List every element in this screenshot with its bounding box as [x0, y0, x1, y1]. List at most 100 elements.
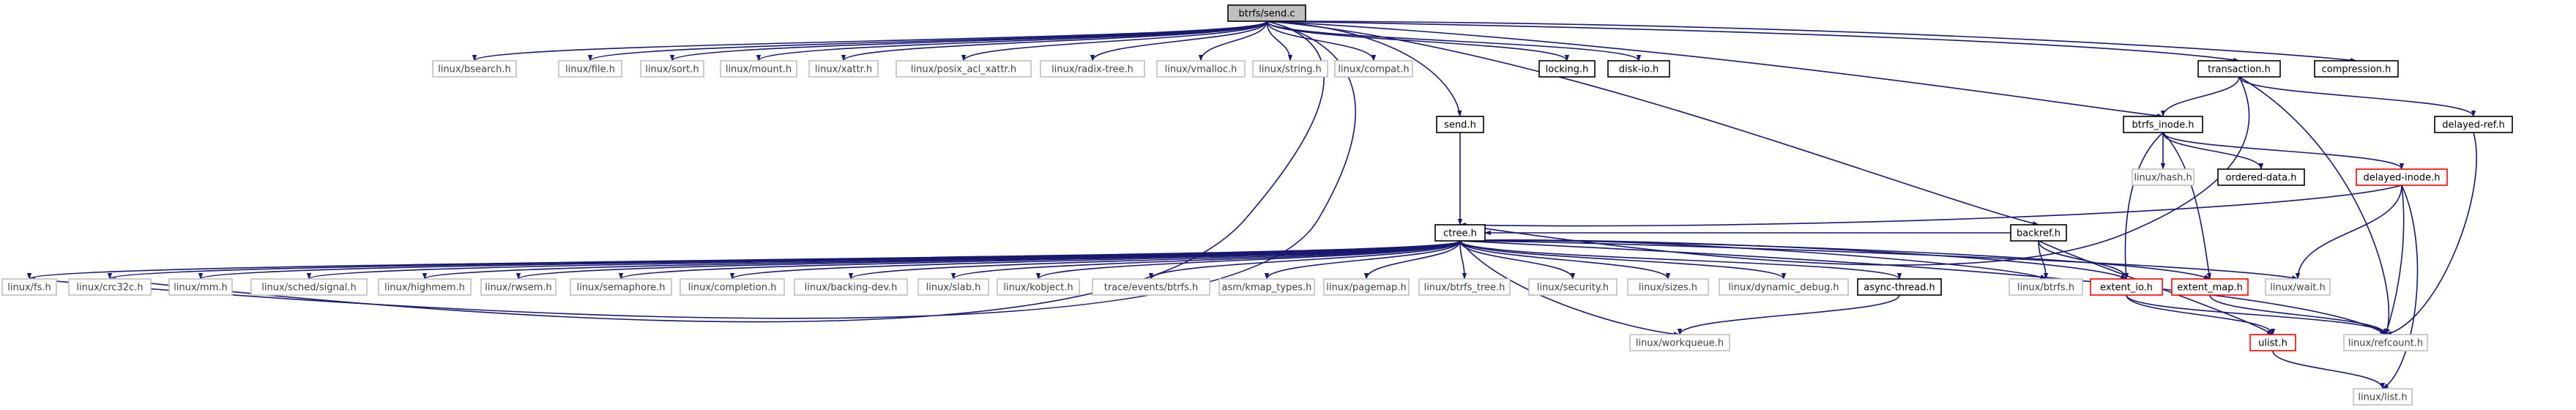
node-label: linux/security.h: [1537, 283, 1609, 294]
edge-line: [2126, 294, 2276, 335]
node-box: [1156, 60, 1246, 78]
node-label: linux/compat.h: [1338, 64, 1409, 75]
edge-ctree-to-wait: [1459, 240, 2298, 280]
node-label: transaction.h: [2208, 64, 2271, 75]
edge-ctree-to-backing: [849, 240, 1461, 280]
node-label: linux/slab.h: [926, 283, 981, 294]
edge-send-c-to-locking: [1266, 20, 1570, 61]
node-compression[interactable]: compression.h: [2314, 60, 2399, 78]
node-vmalloc: linux/vmalloc.h: [1156, 60, 1246, 78]
edge-line: [1677, 294, 1900, 335]
node-box: [1323, 278, 1410, 296]
node-file: linux/file.h: [558, 60, 622, 78]
node-box: [997, 278, 1080, 296]
node-ulist[interactable]: ulist.h: [2249, 334, 2296, 351]
node-label: delayed-inode.h: [2364, 173, 2441, 184]
node-box: [794, 278, 908, 296]
edge-line: [198, 240, 1461, 280]
node-label: asm/kmap_types.h: [1222, 283, 1312, 294]
node-pagemap: linux/pagemap.h: [1323, 278, 1410, 296]
edge-line: [1266, 20, 1641, 61]
node-workqueue: linux/workqueue.h: [1629, 334, 1730, 351]
edge-layer: [27, 20, 2477, 390]
edge-line: [1459, 240, 2386, 335]
node-box: [68, 278, 152, 296]
node-box: [1334, 60, 1413, 78]
node-box: [1627, 278, 1709, 296]
node-xattr: linux/xattr.h: [808, 60, 879, 78]
edge-line: [307, 240, 1461, 280]
node-label: compression.h: [2322, 64, 2391, 75]
node-async[interactable]: async-thread.h: [1857, 278, 1942, 296]
node-label: linux/rwsem.h: [485, 283, 552, 294]
node-label: trace/events/btrfs.h: [1104, 283, 1199, 294]
node-label: btrfs/send.c: [1239, 9, 1295, 20]
node-btrfs-tree: linux/btrfs_tree.h: [1418, 278, 1511, 296]
edge-ctree-to-extent-io: [1459, 239, 2127, 280]
edge-line: [2385, 184, 2405, 335]
node-sort: linux/sort.h: [640, 60, 704, 78]
edge-line: [1266, 20, 1377, 61]
edge-delayed-inode-to-list: [2382, 184, 2419, 390]
node-box: [640, 60, 704, 78]
edge-transaction-to-refcount: [2238, 76, 2390, 335]
node-box: [2343, 334, 2428, 351]
node-send-h[interactable]: send.h: [1436, 116, 1484, 133]
node-locking[interactable]: locking.h: [1538, 60, 1596, 78]
node-backref[interactable]: backref.h: [2010, 224, 2067, 242]
node-list: linux/list.h: [2353, 388, 2413, 406]
node-box: [558, 60, 622, 78]
node-mount: linux/mount.h: [720, 60, 797, 78]
node-box: [1252, 60, 1328, 78]
edge-ctree-to-completion: [730, 240, 1461, 280]
edge-line: [1036, 240, 1461, 280]
node-ctree[interactable]: ctree.h: [1434, 224, 1486, 242]
node-label: linux/hash.h: [2134, 173, 2192, 184]
node-label: btrfs_inode.h: [2132, 120, 2195, 131]
edge-line: [1459, 240, 1576, 280]
node-label: linux/posix_acl_xattr.h: [911, 64, 1016, 75]
edge-line: [756, 20, 1267, 61]
node-box: [1436, 116, 1484, 133]
edge-ctree-to-pagemap: [1363, 240, 1461, 280]
node-label: linux/vmalloc.h: [1165, 64, 1237, 75]
edge-ctree-to-extent-map: [1459, 239, 2211, 280]
node-delayed-ref[interactable]: delayed-ref.h: [2434, 116, 2513, 133]
node-label: ulist.h: [2258, 338, 2287, 349]
edge-ctree-to-kobject: [1036, 240, 1461, 280]
node-box: [2009, 278, 2083, 296]
edge-send-c-to-mount: [756, 20, 1267, 61]
node-send-c[interactable]: btrfs/send.c: [1227, 4, 1306, 22]
node-wait: linux/wait.h: [2265, 278, 2331, 296]
node-label: linux/mount.h: [726, 64, 792, 75]
edge-ctree-to-rwsem: [516, 240, 1461, 280]
node-label: ctree.h: [1443, 228, 1477, 239]
node-extent-map[interactable]: extent_map.h: [2171, 278, 2249, 296]
node-delayed-inode[interactable]: delayed-inode.h: [2356, 168, 2448, 186]
node-ordered[interactable]: ordered-data.h: [2217, 168, 2305, 186]
edge-line: [1459, 240, 1671, 280]
edge-ctree-to-workqueue: [1459, 240, 1680, 337]
node-label: linux/completion.h: [688, 283, 777, 294]
node-label: send.h: [1444, 120, 1476, 131]
edge-ctree-to-async: [1459, 240, 1902, 280]
node-extent-io[interactable]: extent_io.h: [2090, 278, 2163, 296]
node-label: linux/wait.h: [2270, 283, 2325, 294]
node-btrfs-inode[interactable]: btrfs_inode.h: [2123, 116, 2203, 133]
node-label: linux/string.h: [1259, 64, 1321, 75]
edge-line: [2162, 132, 2211, 280]
node-label: backref.h: [2017, 228, 2061, 239]
node-diskio[interactable]: disk-io.h: [1607, 60, 1670, 78]
node-box: [168, 278, 233, 296]
edge-send-c-to-backref: [1266, 20, 2039, 226]
edge-btrfs-inode-to-extent-map: [2162, 132, 2211, 280]
edge-line: [1459, 239, 2127, 280]
node-transaction[interactable]: transaction.h: [2197, 60, 2281, 78]
node-label: delayed-ref.h: [2442, 120, 2505, 131]
edge-send-c-to-vmalloc: [1198, 20, 1267, 61]
node-radix: linux/radix-tree.h: [1040, 60, 1145, 78]
node-slab: linux/slab.h: [917, 278, 989, 296]
edge-send-c-to-compat: [1266, 20, 1377, 61]
node-label: linux/refcount.h: [2348, 338, 2423, 349]
